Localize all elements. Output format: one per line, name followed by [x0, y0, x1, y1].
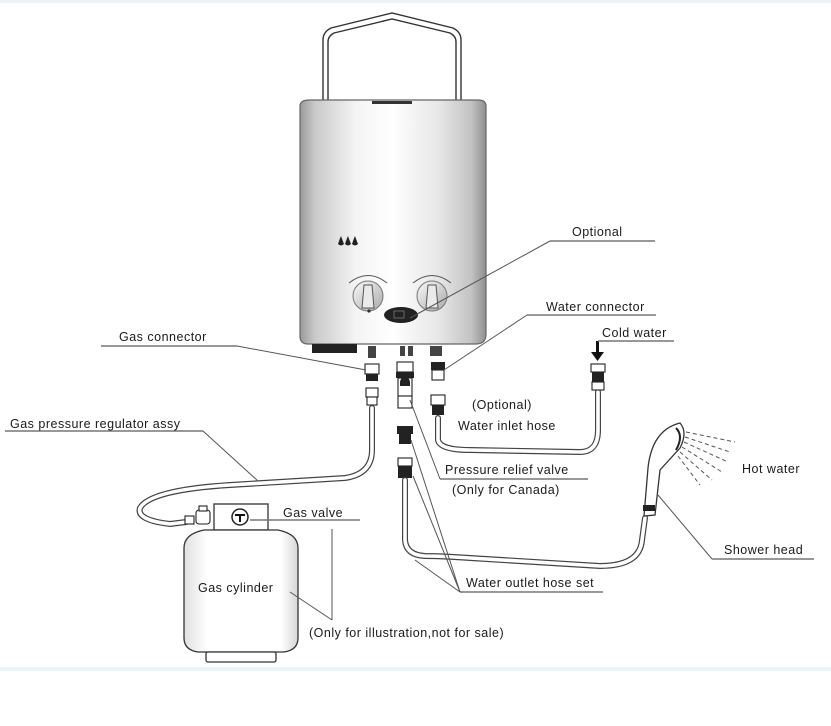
label-cold-water: Cold water [602, 326, 667, 340]
pressure-relief-valve-icon [396, 361, 414, 478]
top-frame-strip [0, 0, 831, 3]
label-only-for-canada: (Only for Canada) [452, 483, 560, 497]
bottom-frame-strip [0, 667, 831, 671]
label-optional-paren: (Optional) [472, 398, 532, 412]
shower-head-icon [643, 422, 685, 517]
leader-lines [5, 240, 814, 621]
top-vent [372, 101, 412, 104]
label-hot-water: Hot water [742, 462, 800, 476]
label-water-connector: Water connector [546, 300, 645, 314]
water-connector-icon [430, 362, 446, 415]
right-knob-icon [412, 275, 452, 312]
water-inlet-hose [435, 389, 601, 455]
gas-hose [136, 405, 375, 527]
label-optional: Optional [572, 225, 623, 239]
label-gas-connector: Gas connector [119, 330, 207, 344]
label-gas-pressure-regulator: Gas pressure regulator assy [10, 417, 181, 431]
digital-display-icon [384, 307, 418, 323]
water-spray-icon [677, 431, 736, 486]
label-pressure-relief-valve: Pressure relief valve [445, 463, 569, 477]
label-water-inlet-hose: Water inlet hose [458, 419, 556, 433]
cold-water-fitting-icon [590, 363, 606, 391]
gas-cylinder-icon [183, 503, 299, 663]
label-gas-valve: Gas valve [283, 506, 343, 520]
base-bracket [312, 344, 357, 353]
water-outlet-hose [402, 477, 648, 569]
label-water-outlet-hose-set: Water outlet hose set [466, 576, 594, 590]
gas-valve-icon [231, 508, 249, 526]
label-illustration-note: (Only for illustration,not for sale) [309, 626, 504, 640]
carry-handle [322, 12, 462, 102]
cold-water-arrow-icon [591, 341, 604, 361]
left-knob-icon [348, 275, 388, 313]
gas-connector-icon [364, 363, 380, 406]
label-gas-cylinder: Gas cylinder [198, 581, 273, 595]
flame-indicator-icon [338, 236, 358, 246]
label-shower-head: Shower head [724, 543, 803, 557]
gas-pressure-regulator-icon [184, 505, 211, 525]
heater-outlets [368, 346, 442, 358]
